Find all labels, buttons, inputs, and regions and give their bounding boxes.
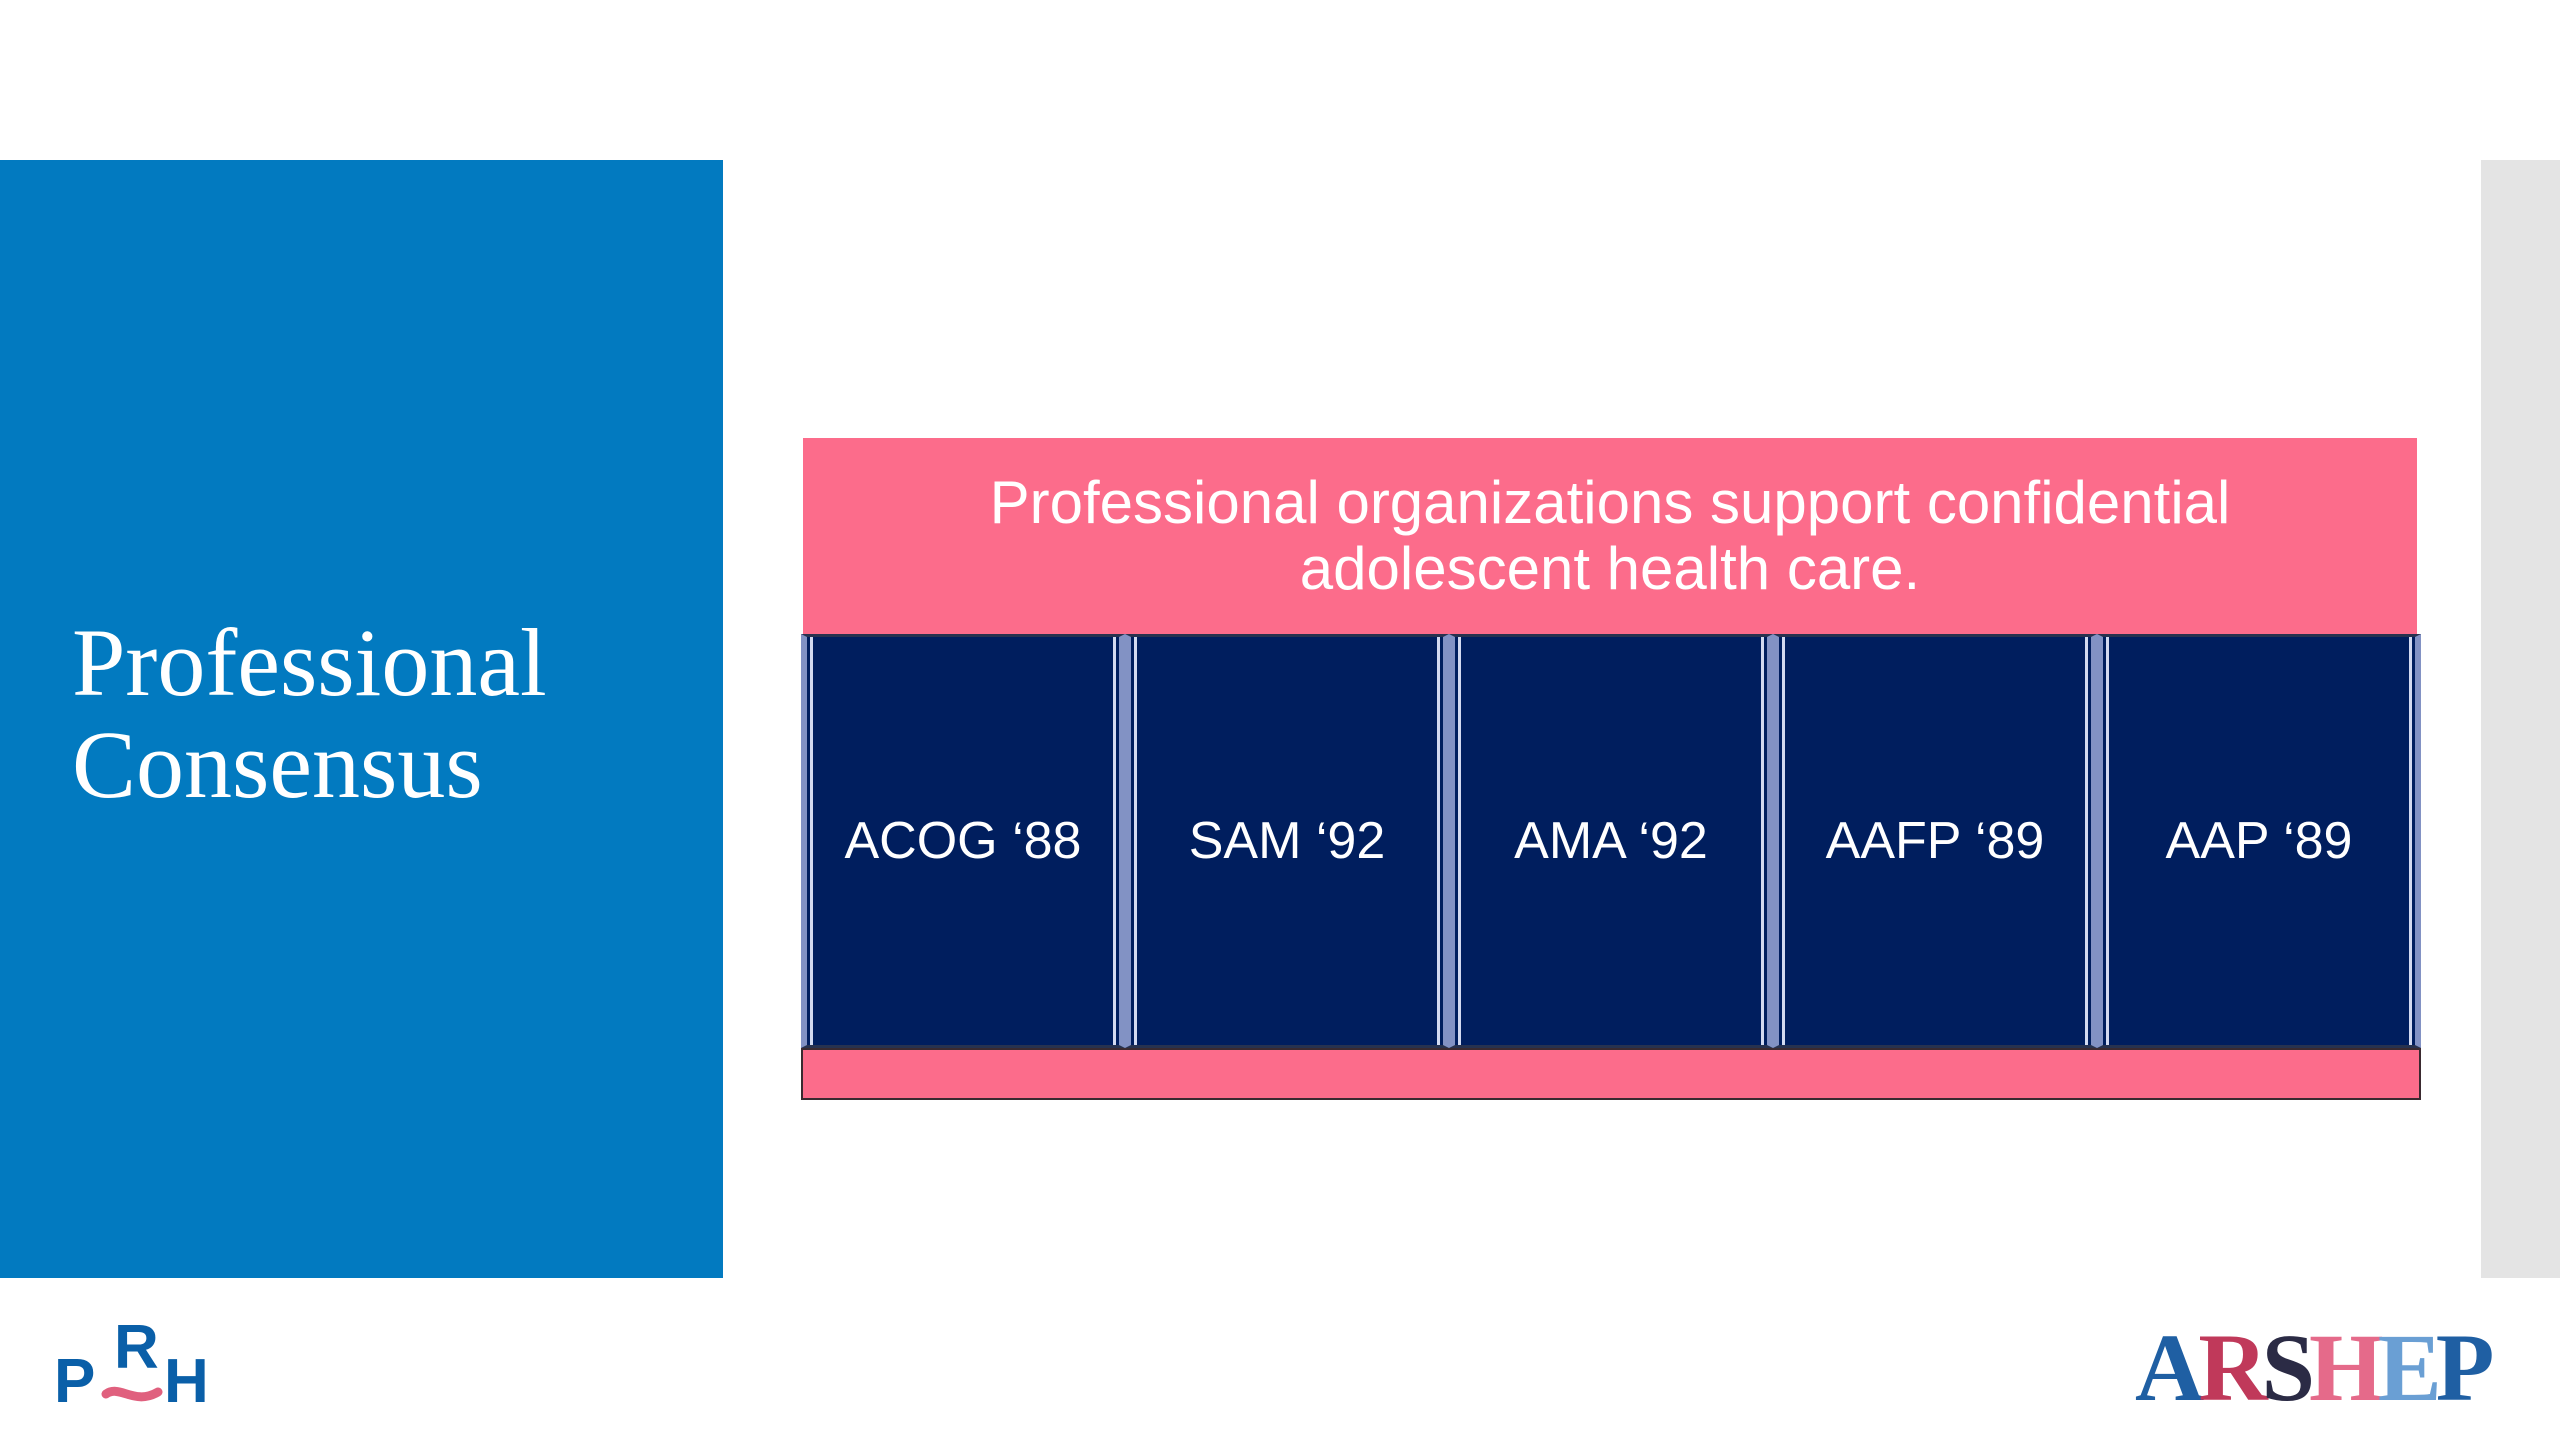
pillar-label: AAP ‘89 (2165, 812, 2353, 870)
right-edge-strip (2481, 160, 2560, 1278)
slide-title-line-1: Professional (72, 609, 547, 716)
pillar-ama: AMA ‘92 (1449, 634, 1773, 1048)
pillar-sam: SAM ‘92 (1125, 634, 1449, 1048)
banner-text: Professional organizations support confi… (989, 469, 2231, 602)
prh-logo-letter-p: P (54, 1347, 95, 1416)
slide-title-line-2: Consensus (72, 711, 483, 818)
pillar-aafp: AAFP ‘89 (1773, 634, 2097, 1048)
prh-logo-letter-h: H (164, 1347, 209, 1416)
pillar-label: AAFP ‘89 (1825, 812, 2045, 870)
pillar-label: AMA ‘92 (1514, 812, 1708, 870)
prh-logo: P R H (54, 1313, 209, 1416)
pillar-aap: AAP ‘89 (2097, 634, 2421, 1048)
pillar-acog: ACOG ‘88 (801, 634, 1125, 1048)
arshep-logo-letter: S (2261, 1314, 2315, 1421)
pillar-row: ACOG ‘88 SAM ‘92 AMA ‘92 AAFP ‘89 AAP ‘8… (801, 634, 2421, 1048)
arshep-logo-letter: A (2135, 1314, 2204, 1421)
foundation-bar (801, 1048, 2421, 1100)
prh-logo-letter-r: R (114, 1313, 159, 1382)
pillar-label: ACOG ‘88 (844, 812, 1082, 870)
arshep-logo-letter: P (2435, 1314, 2495, 1421)
pillar-label: SAM ‘92 (1188, 812, 1386, 870)
arshep-logo: A R S H E P (2135, 1314, 2495, 1421)
roof-banner: Professional organizations support confi… (803, 438, 2417, 634)
prh-logo-wave (101, 1386, 163, 1402)
title-panel (0, 160, 723, 1278)
arshep-logo-letter: H (2309, 1314, 2384, 1421)
arshep-logo-letter: E (2377, 1314, 2442, 1421)
arshep-logo-letter: R (2198, 1314, 2267, 1421)
slide-title: Professional Consensus (72, 612, 712, 816)
